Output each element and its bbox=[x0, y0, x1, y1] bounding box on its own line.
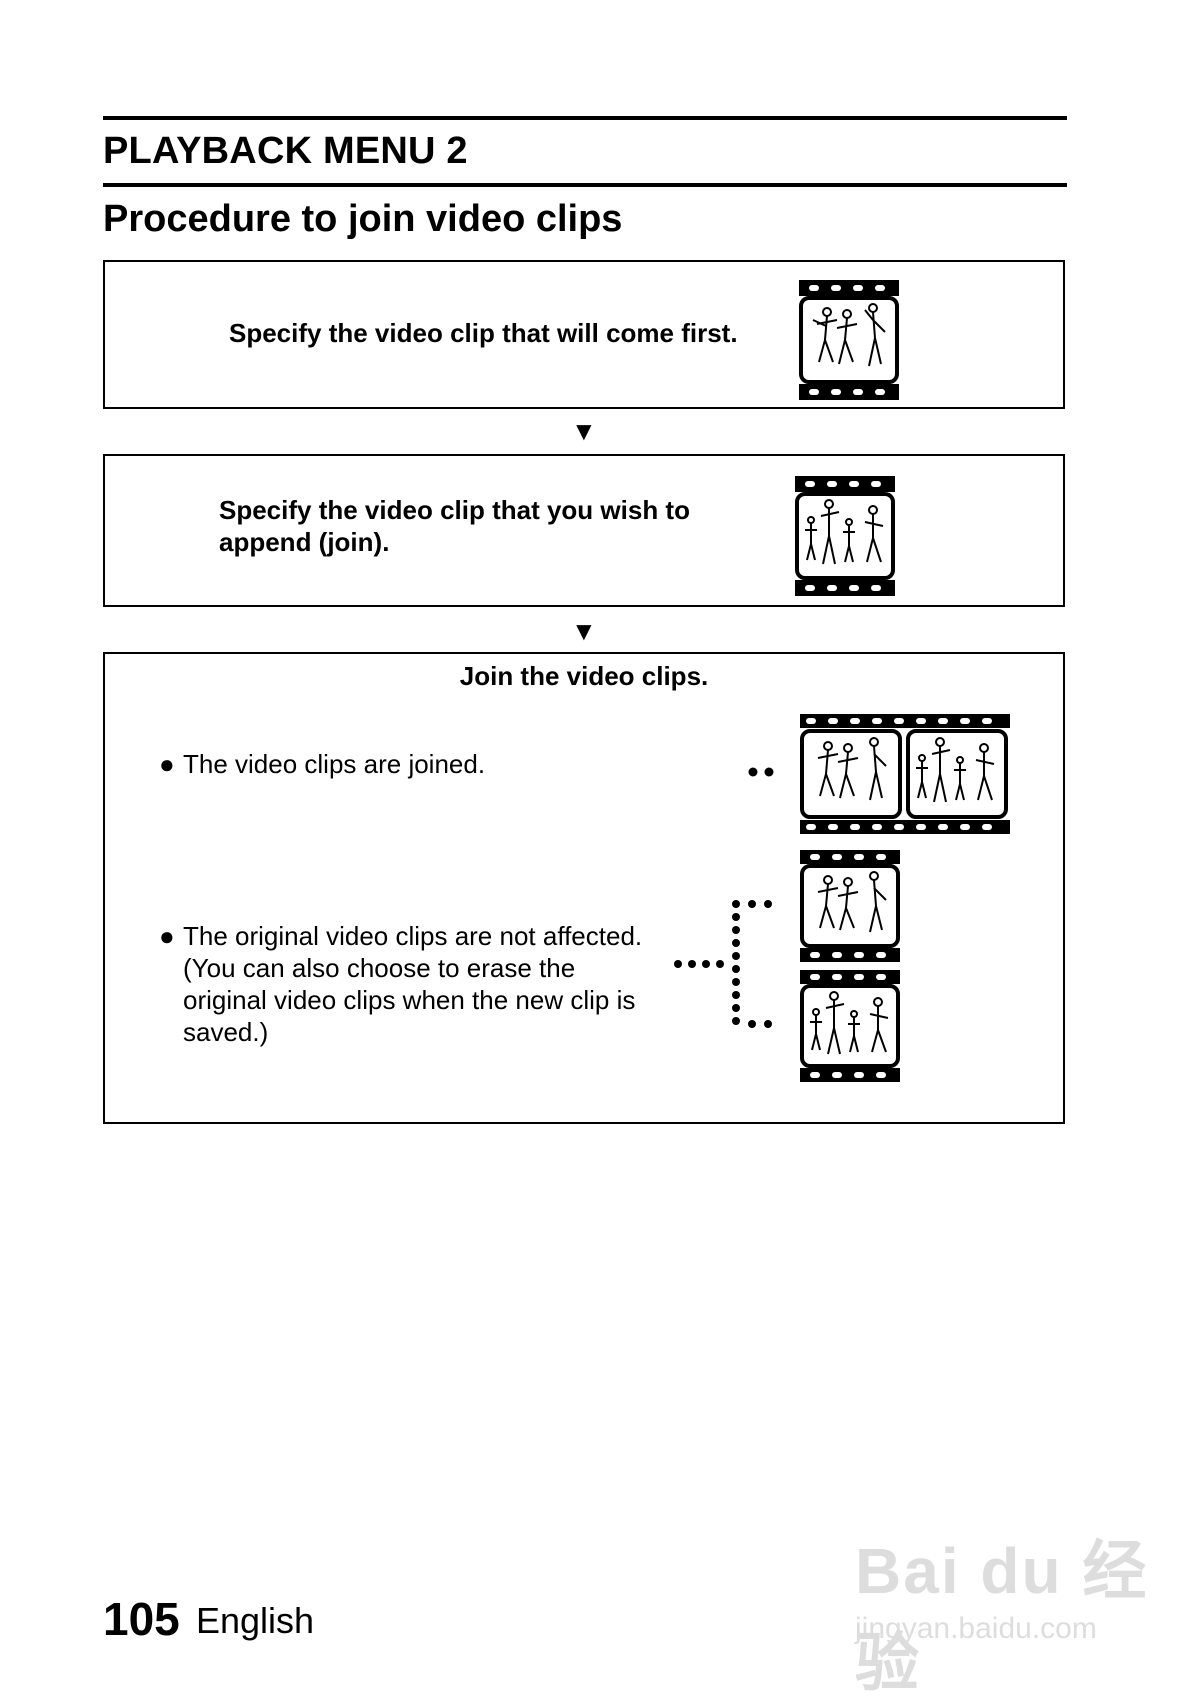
original-clip-a-icon bbox=[800, 850, 900, 962]
film-clip-a-icon bbox=[799, 280, 899, 400]
page-number: 105 bbox=[103, 1593, 180, 1645]
step-1-text: Specify the video clip that will come fi… bbox=[229, 318, 738, 348]
step-arrow-1: ▼ bbox=[571, 416, 597, 446]
step-2-text: Specify the video clip that you wish to … bbox=[219, 495, 690, 557]
joined-film-strip-icon bbox=[800, 714, 1010, 834]
step-box-3: Join the video clips. ● The video clips … bbox=[103, 652, 1065, 1124]
dotted-bracket-connector bbox=[674, 900, 772, 1028]
step-3-title: Join the video clips. bbox=[459, 661, 709, 691]
original-clip-b-icon bbox=[800, 970, 900, 1082]
watermark-url: jingyan.baidu.com bbox=[855, 1612, 1097, 1645]
title-rule bbox=[103, 183, 1067, 187]
bullet-joined-text: The video clips are joined. bbox=[183, 749, 486, 779]
step-arrow-2: ▼ bbox=[571, 616, 597, 646]
watermark-logo: Bai du 经验 bbox=[855, 1535, 1149, 1699]
step-box-1: Specify the video clip that will come fi… bbox=[103, 260, 1065, 409]
page-title: Procedure to join video clips bbox=[103, 198, 623, 240]
top-rule bbox=[103, 116, 1067, 120]
step-box-2: Specify the video clip that you wish to … bbox=[103, 454, 1065, 607]
bullet-marker: ● bbox=[159, 921, 175, 951]
page-language: English bbox=[196, 1600, 315, 1641]
bullet-original-text: The original video clips are not affecte… bbox=[183, 921, 643, 1047]
film-clip-b-icon bbox=[795, 476, 895, 596]
dotted-connector-joined bbox=[748, 767, 774, 777]
section-title: PLAYBACK MENU 2 bbox=[103, 130, 468, 172]
bullet-marker: ● bbox=[159, 749, 175, 779]
